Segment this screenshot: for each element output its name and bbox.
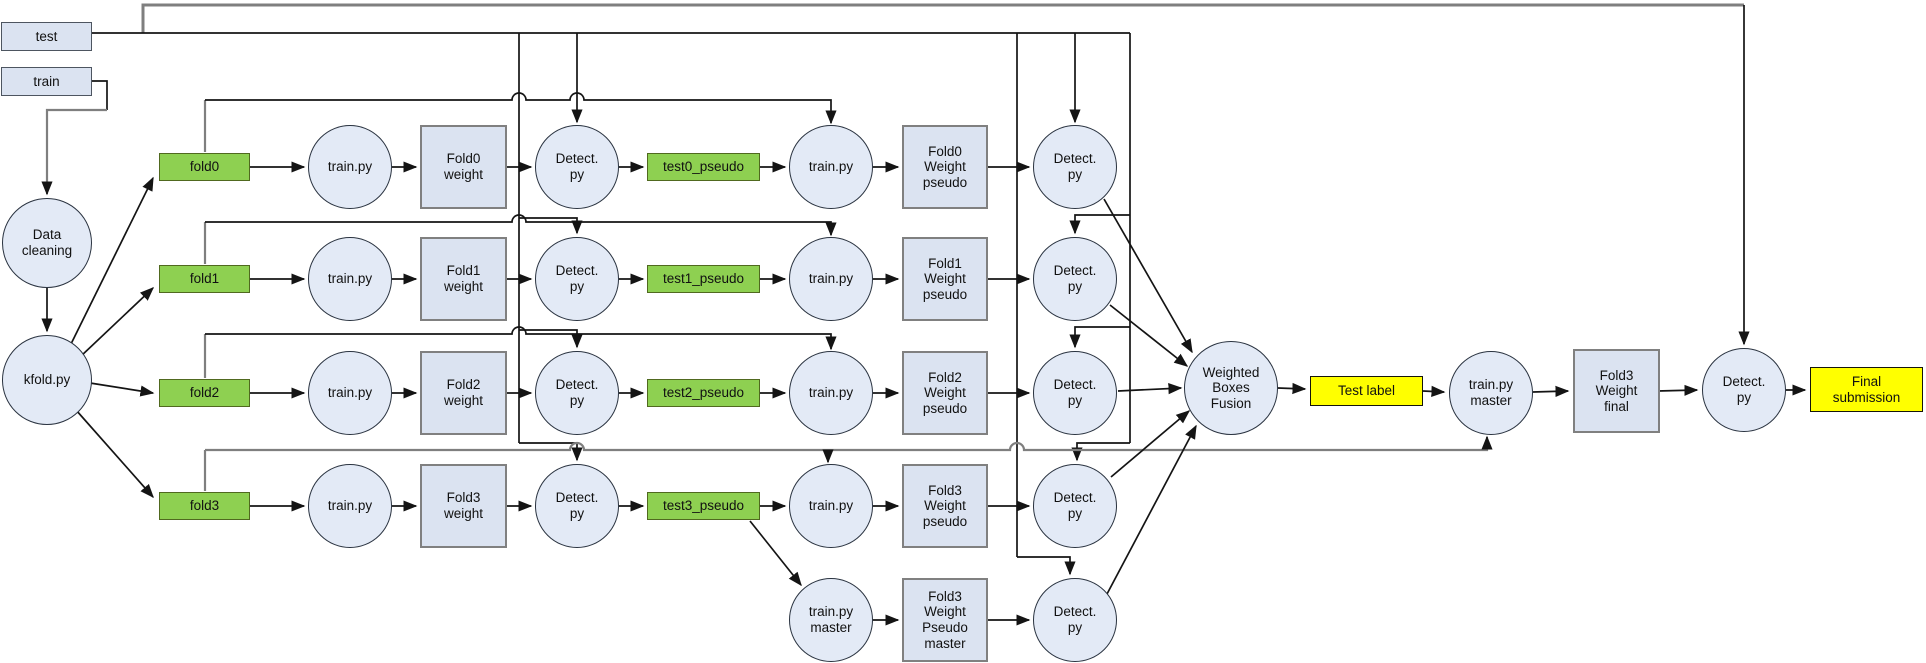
fold2-detect-node: Detect. py — [535, 351, 619, 435]
master-weight-box: Fold3 Weight Pseudo master — [902, 578, 988, 662]
fold2-weight-pseudo-box: Fold2 Weight pseudo — [902, 351, 988, 435]
fold1-train-pseudo-node: train.py — [789, 237, 873, 321]
master-detect-node: Detect. py — [1033, 578, 1117, 662]
edge-fold-data-lines — [203, 92, 1493, 491]
fold1-weight-box: Fold1 weight — [420, 237, 507, 321]
fold1-weight-pseudo-box: Fold1 Weight pseudo — [902, 237, 988, 321]
edge-row-pipeline-arrows — [250, 161, 1031, 512]
test-label-box: Test label — [1310, 376, 1423, 406]
edge-train-to-data-cleaning — [41, 80, 108, 196]
edge-master-row — [749, 520, 1031, 626]
fold3-detect-pseudo-node: Detect. py — [1033, 464, 1117, 548]
fold0-pseudo-box: test0_pseudo — [647, 153, 760, 181]
test-data-box: test — [1, 22, 92, 51]
fold2-detect-pseudo-node: Detect. py — [1033, 351, 1117, 435]
fold1-pseudo-box: test1_pseudo — [647, 265, 760, 293]
fold1-detect-pseudo-node: Detect. py — [1033, 237, 1117, 321]
fold3-box: fold3 — [159, 492, 250, 520]
fold2-pseudo-box: test2_pseudo — [647, 379, 760, 407]
final-train-master-node: train.py master — [1449, 351, 1533, 435]
fold3-train-node: train.py — [308, 464, 392, 548]
fold3-weight-final-box: Fold3 Weight final — [1573, 349, 1660, 433]
fold0-detect-node: Detect. py — [535, 125, 619, 209]
edge-final-chain — [1277, 382, 1807, 397]
fold0-box: fold0 — [159, 153, 250, 181]
fold1-detect-node: Detect. py — [535, 237, 619, 321]
fold1-box: fold1 — [159, 265, 250, 293]
fold0-detect-pseudo-node: Detect. py — [1033, 125, 1117, 209]
weighted-boxes-fusion-node: Weighted Boxes Fusion — [1184, 341, 1278, 435]
edge-test-to-final-detect — [141, 3, 1750, 346]
kfold-node: kfold.py — [2, 335, 92, 425]
fold0-weight-box: Fold0 weight — [420, 125, 507, 209]
edge-kfold-to-folds — [69, 176, 155, 499]
fold3-weight-pseudo-box: Fold3 Weight pseudo — [902, 464, 988, 548]
fold2-box: fold2 — [159, 379, 250, 407]
final-detect-node: Detect. py — [1702, 348, 1786, 432]
edge-test-bus — [92, 32, 1131, 576]
fold0-train-pseudo-node: train.py — [789, 125, 873, 209]
fold0-train-node: train.py — [308, 125, 392, 209]
fold3-pseudo-box: test3_pseudo — [647, 492, 760, 520]
fold3-train-pseudo-node: train.py — [789, 464, 873, 548]
fold3-detect-node: Detect. py — [535, 464, 619, 548]
edge-wbf-inputs — [1103, 198, 1197, 595]
fold2-weight-box: Fold2 weight — [420, 351, 507, 435]
fold1-train-node: train.py — [308, 237, 392, 321]
fold2-train-node: train.py — [308, 351, 392, 435]
data-cleaning-node: Data cleaning — [2, 198, 92, 288]
master-train-node: train.py master — [789, 578, 873, 662]
final-submission-box: Final submission — [1810, 367, 1923, 412]
train-data-box: train — [1, 67, 92, 96]
fold0-weight-pseudo-box: Fold0 Weight pseudo — [902, 125, 988, 209]
fold3-weight-box: Fold3 weight — [420, 464, 507, 548]
fold2-train-pseudo-node: train.py — [789, 351, 873, 435]
